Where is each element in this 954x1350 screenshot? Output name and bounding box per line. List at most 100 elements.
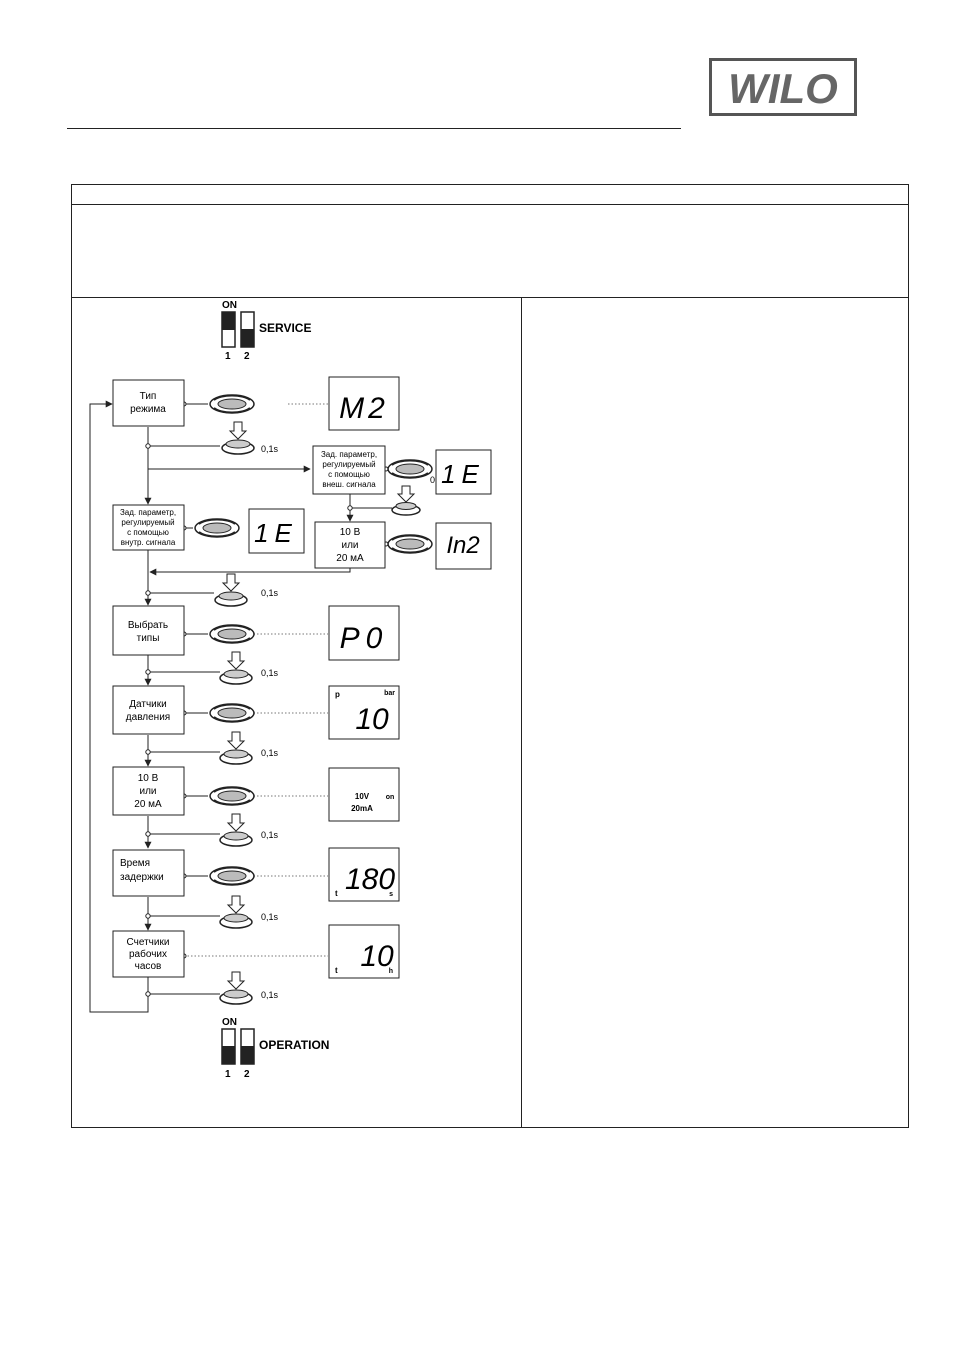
step-pressure-sensors: Датчики давления [112,685,185,735]
step-signal-type: 10 В или 20 мА [112,766,185,816]
step-signal-line-3: 20 мА [134,799,162,810]
lcd-external-value: 1E [441,459,485,489]
step-mode: Тип режима [112,379,185,427]
press-button-icon [219,731,253,765]
press-time-label: 0,1s [261,588,279,598]
lcd-sensors-unit-right: bar [384,690,395,697]
press-button-icon [219,971,253,1005]
step-ext-signal-line-2: или [341,540,358,551]
step-hours-line-2: рабочих [129,948,167,960]
lcd-signal-ext-value: In2 [446,532,479,559]
press-time-label: 0,1s [261,990,279,1000]
rotate-knob-icon [387,459,433,479]
service-label: SERVICE [259,321,311,335]
lcd-mode-value: M2 [339,392,389,425]
lcd-delay-unit-right: s [389,891,393,898]
press-time-label: 0,1s [261,748,279,758]
lcd-display-signal-ext: In2 [435,522,492,570]
rotate-knob-icon [209,866,255,886]
lcd-display-internal: 1E [248,508,305,554]
table-section-divider [71,297,909,298]
step-internal-line-4: внутр. сигнала [121,538,176,547]
lcd-display-mode: M2 [328,376,400,431]
step-external-line-2: регулируемый [322,460,375,469]
step-external-line-1: Зад. параметр, [321,450,377,459]
display-links [184,403,328,957]
header-rule [67,128,681,129]
step-internal-setpoint: Зад. параметр, регулируемый с помощью вн… [112,504,185,551]
lcd-sensors-value: 10 [355,703,389,736]
step-external-setpoint: Зад. параметр, регулируемый с помощью вн… [312,445,386,495]
step-internal-line-1: Зад. параметр, [120,508,176,517]
press-time-label: 0,1s [261,912,279,922]
press-button-icon [391,485,421,516]
press-button-icon [219,895,253,929]
dip-switch-operation: ON 1 2 OPERATION [221,1017,329,1080]
lcd-hours-unit-left: t [335,966,338,975]
rotate-knob-icon [209,703,255,723]
step-delay-time: Время задержки [112,849,185,897]
lcd-sensors-unit-left: p [335,690,340,699]
logo-text: WILO [728,65,838,112]
step-signal-line-2: или [139,786,156,797]
lcd-delay-unit-left: t [335,889,338,898]
step-mode-line-2: режима [130,404,166,415]
rotate-knob-icon [209,624,255,644]
lcd-hours-unit-right: h [389,968,393,975]
step-internal-line-2: регулируемый [121,518,174,527]
switch-number-1: 1 [225,1069,231,1080]
step-external-signal-type: 10 В или 20 мА [314,521,386,569]
lcd-display-delay: t s 180 [328,847,400,902]
lcd-signal-right: on [386,794,395,801]
lcd-display-signal: 10V on 20mA [328,767,400,822]
step-delay-line-2: задержки [120,872,164,883]
step-sensors-line-1: Датчики [129,699,166,710]
press-button-icon [221,421,255,455]
rotate-knob-icon [194,518,240,538]
lcd-delay-value: 180 [345,863,395,896]
lcd-display-sensors: p bar 10 [328,685,400,740]
step-delay-line-1: Время [120,858,150,869]
step-ext-signal-line-3: 20 мА [336,553,364,564]
step-select-type: Выбрать типы [112,605,185,656]
dip-switch-service: ON 1 2 SERVICE [221,300,311,362]
lcd-select-value: P0 [340,622,389,655]
rotate-knob-icon [209,394,255,414]
lcd-display-external: 1E [435,449,492,495]
rotate-knob-icon [387,534,433,554]
junction-dots [145,443,353,997]
press-button-icon [219,651,253,685]
step-mode-line-1: Тип [140,391,157,402]
service-menu-flowchart: ON 1 2 SERVICE [89,300,492,1080]
rotate-knob-icon [209,786,255,806]
switch-on-label: ON [222,300,237,311]
table-column-divider [521,297,522,1128]
wilo-logo: WILO [709,58,857,116]
lcd-signal-bottom: 20mA [351,804,373,813]
step-select-line-2: типы [137,633,160,644]
step-external-line-3: с помощью [328,470,370,479]
lcd-internal-value: 1E [254,518,298,548]
lcd-display-select: P0 [328,605,400,661]
switch-number-1: 1 [225,351,231,362]
switch-on-label: ON [222,1017,237,1028]
lcd-hours-value: 10 [360,940,394,973]
press-time-label: 0,1s [261,444,279,454]
operation-label: OPERATION [259,1038,329,1052]
press-button-icon [219,813,253,847]
content-table [71,184,909,1128]
press-button-icon [214,573,248,607]
step-hours-line-1: Счетчики [127,937,170,948]
step-select-line-1: Выбрать [128,619,168,631]
switch-number-2: 2 [244,1069,250,1080]
step-external-line-4: внеш. сигнала [322,480,376,489]
lcd-signal-top: 10V [355,792,370,801]
step-operating-hours: Счетчики рабочих часов [112,930,185,978]
step-sensors-line-2: давления [126,712,170,723]
lcd-display-hours: t h 10 [328,924,400,979]
step-hours-line-3: часов [135,961,162,972]
press-time-label: 0,1s [261,668,279,678]
step-signal-line-1: 10 В [138,773,159,784]
table-header-divider [71,204,909,205]
press-time-label: 0,1s [261,830,279,840]
